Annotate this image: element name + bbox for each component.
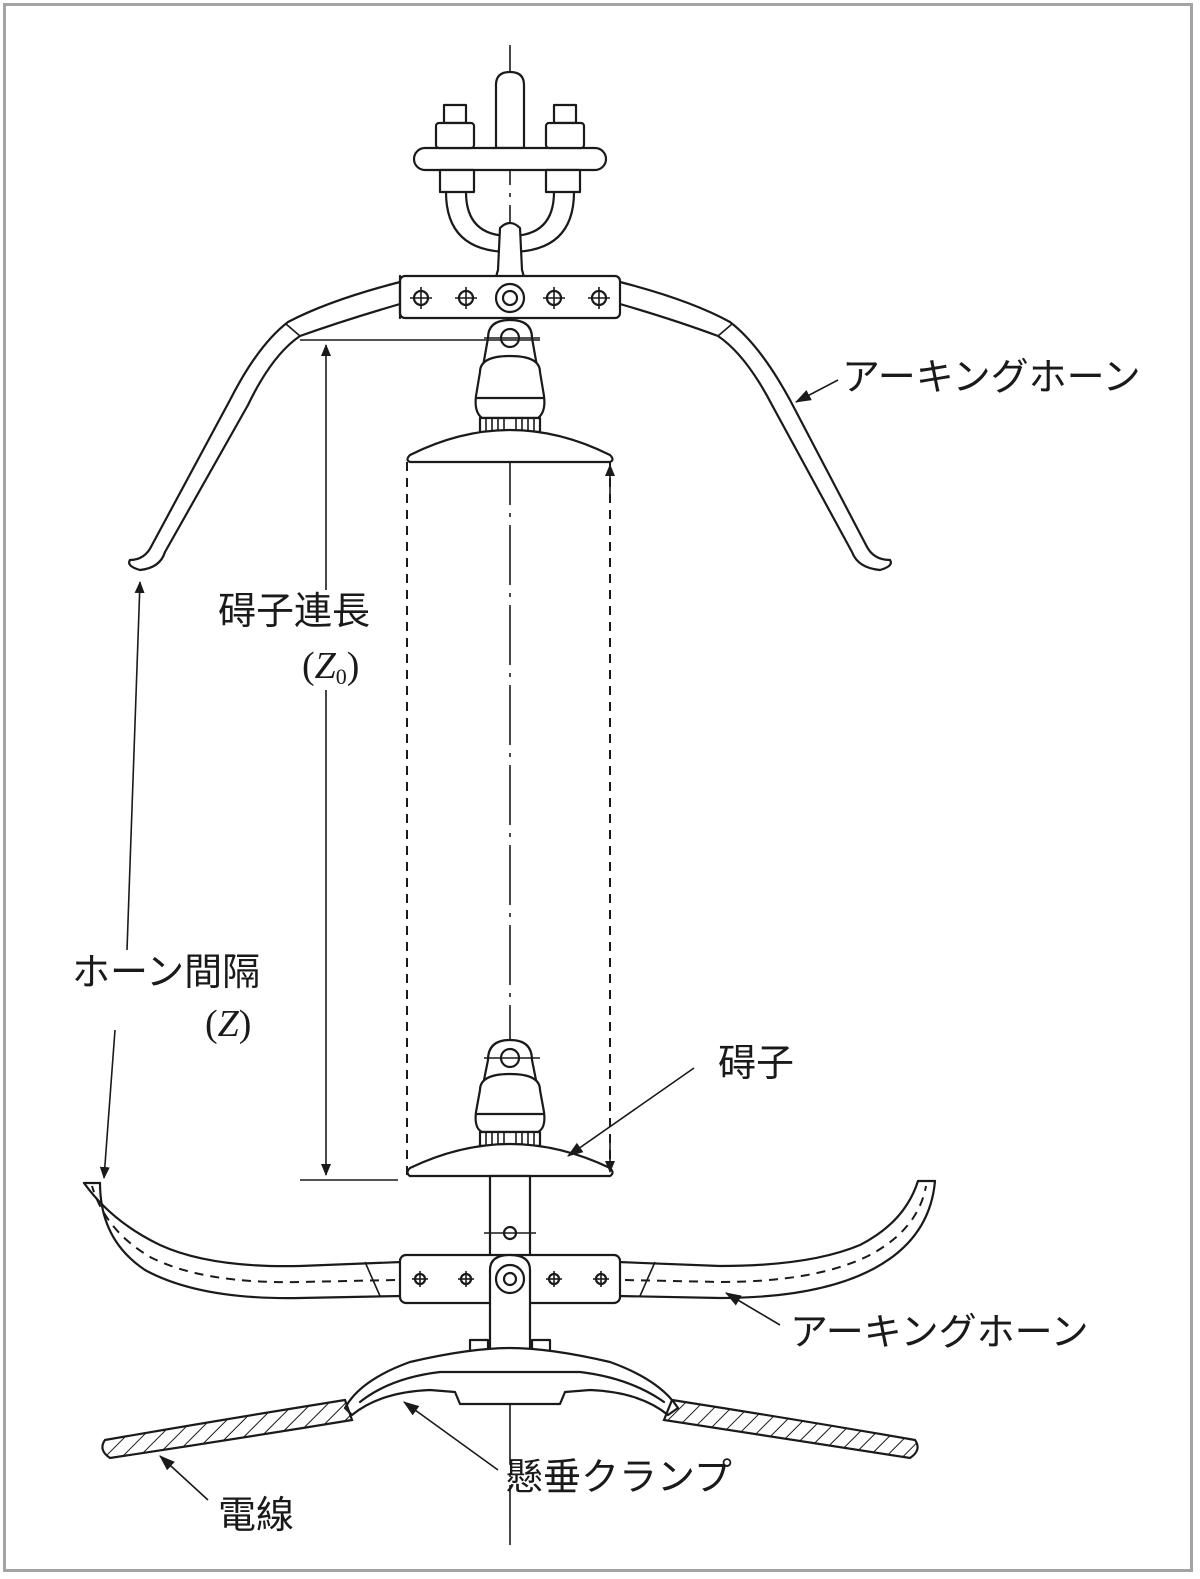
insulator-length-dimension [300, 339, 615, 1181]
label-suspension-clamp: 懸垂クランプ [505, 1455, 732, 1499]
top-fitting [412, 70, 608, 292]
suspension-clamp [343, 1253, 680, 1417]
label-insulator: 碍子 [718, 1041, 794, 1085]
label-z-symbol: Z [218, 1003, 240, 1045]
label-horn-gap: ホーン間隔 [72, 950, 260, 994]
leader-insulator [567, 1067, 695, 1157]
leader-arcing-horn-top [794, 379, 839, 403]
horn-gap-dimension [99, 581, 145, 1179]
top-horn-bolts [410, 282, 610, 314]
leader-arcing-horn-bottom [725, 1292, 781, 1326]
label-arcing-horn-top: アーキングホーン [842, 355, 1141, 399]
label-z0-symbol: Z [315, 645, 337, 687]
label-z: (Z) [205, 1003, 251, 1045]
top-insulator [406, 318, 614, 464]
label-z0: (Z0) [302, 645, 359, 689]
figure-frame [3, 3, 1193, 1572]
leader-suspension-clamp [403, 1401, 499, 1471]
leader-conductor [159, 1455, 209, 1501]
label-z0-subscript: 0 [336, 664, 347, 689]
label-arcing-horn-bottom: アーキングホーン [790, 1310, 1089, 1354]
conductor-wire [101, 1398, 919, 1460]
label-insulator-string-length: 碍子連長 [218, 589, 370, 633]
bottom-insulator [406, 1038, 614, 1178]
bottom-horn-bolts [412, 1271, 609, 1287]
label-conductor: 電線 [218, 1493, 294, 1537]
bottom-stem [484, 1174, 536, 1258]
